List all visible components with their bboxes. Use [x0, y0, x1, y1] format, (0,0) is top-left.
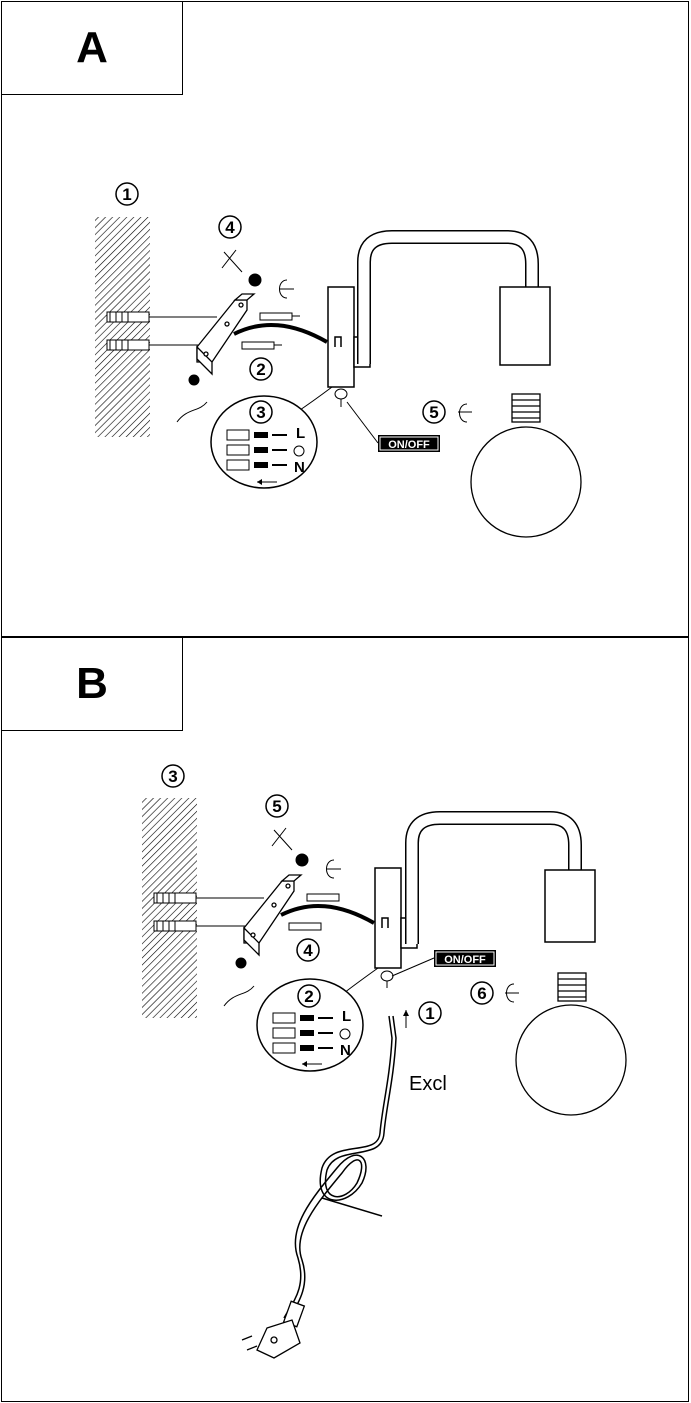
cable-note: Excl [409, 1073, 447, 1095]
panel-b: B 3 [1, 637, 689, 1402]
step-1-marker: 1 [403, 1001, 442, 1028]
svg-text:L: L [342, 1008, 351, 1025]
svg-text:ON/OFF: ON/OFF [444, 954, 486, 966]
screws [235, 853, 340, 969]
supply-cable [233, 323, 328, 344]
lamp-socket [499, 286, 551, 366]
svg-text:L: L [296, 425, 305, 442]
mounting-bracket [196, 293, 256, 376]
light-bulb [515, 972, 627, 1116]
wall [95, 217, 150, 437]
mounting-bracket [243, 874, 303, 957]
svg-text:2: 2 [304, 987, 313, 1006]
step-5-marker: 5 [223, 794, 341, 1007]
svg-text:3: 3 [168, 767, 177, 786]
screws [188, 273, 300, 386]
wiring-callout: 2 L N [256, 967, 379, 1072]
panel-a-diagram: 1 [95, 182, 582, 538]
svg-text:5: 5 [429, 403, 438, 422]
wall [142, 798, 197, 1018]
wiring-callout: 3 L N [210, 386, 333, 489]
lamp-socket [544, 869, 596, 943]
svg-text:2: 2 [256, 360, 265, 379]
svg-text:4: 4 [225, 218, 235, 237]
step-5-marker: 5 [422, 400, 472, 424]
plug [241, 1300, 306, 1359]
step-2-marker: 2 [249, 357, 273, 381]
svg-text:N: N [294, 459, 305, 476]
svg-text:1: 1 [425, 1004, 434, 1023]
panel-b-diagram: 3 5 [142, 764, 627, 1359]
power-cord [283, 1015, 397, 1321]
svg-text:6: 6 [477, 984, 486, 1003]
switch-knob [380, 957, 435, 988]
panel-b-label: B [2, 638, 183, 731]
step-1-marker: 1 [115, 182, 139, 206]
step-3-marker: 3 [161, 764, 185, 788]
wall-plugs [153, 892, 264, 932]
step-6-marker: 6 [470, 981, 519, 1005]
panel-a: A 1 [1, 1, 689, 637]
svg-text:3: 3 [256, 403, 265, 422]
svg-text:1: 1 [122, 185, 131, 204]
supply-cable [280, 904, 375, 925]
wall-plugs [106, 311, 217, 351]
svg-text:5: 5 [272, 797, 281, 816]
light-bulb [470, 393, 582, 538]
on-off-label: ON/OFF [434, 950, 496, 967]
svg-text:N: N [340, 1042, 351, 1059]
svg-text:ON/OFF: ON/OFF [388, 439, 430, 451]
step-4-marker: 4 [176, 215, 294, 423]
step-4-marker: 4 [296, 938, 320, 962]
panel-a-label: A [2, 2, 183, 95]
switch-knob [334, 388, 379, 444]
on-off-label: ON/OFF [378, 435, 440, 452]
svg-text:4: 4 [303, 941, 313, 960]
